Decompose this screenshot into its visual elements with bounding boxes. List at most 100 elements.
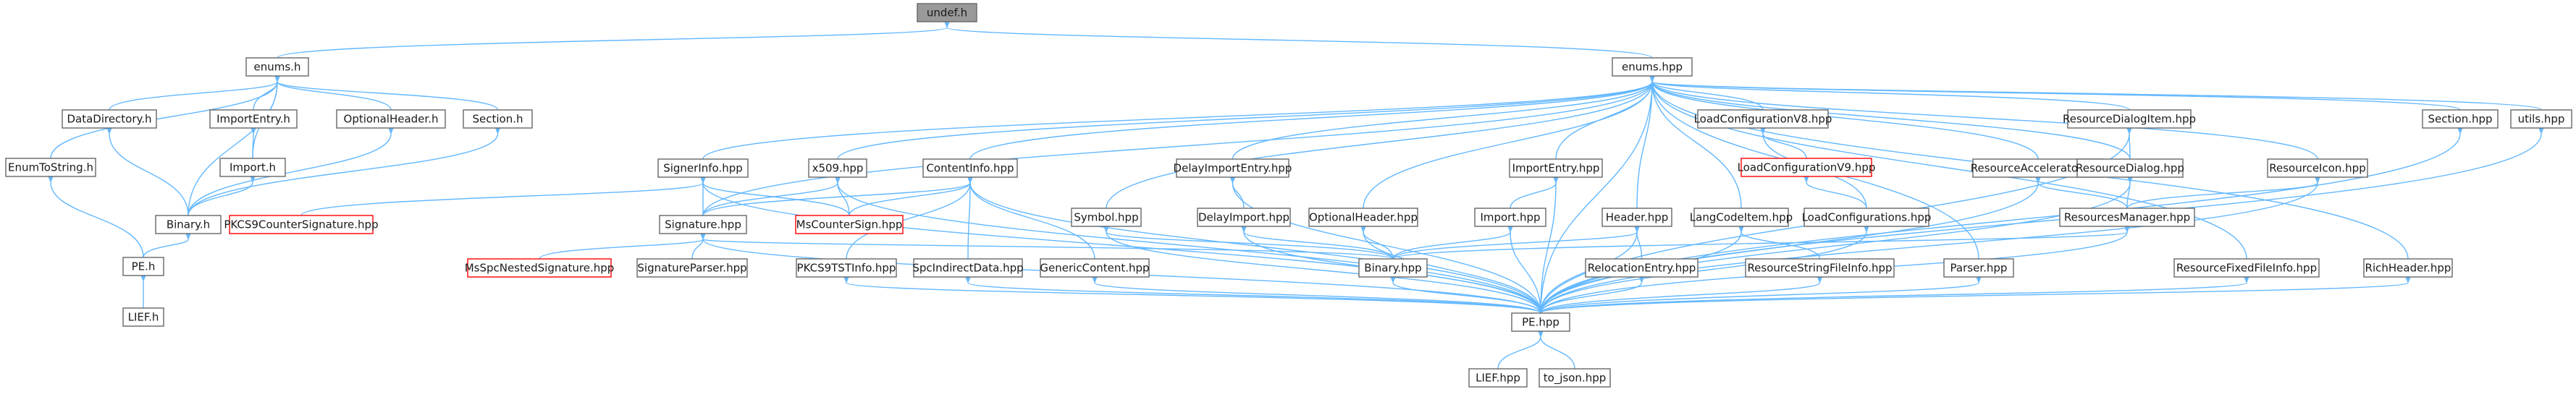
node-ResourceDialog-hpp[interactable]: ResourceDialog.hpp <box>2076 158 2184 178</box>
node-EnumToString-h[interactable]: EnumToString.h <box>5 158 96 177</box>
node-OptionalHeader-hpp[interactable]: OptionalHeader.hpp <box>1308 208 1418 227</box>
node-ResourceStringFileInfo-hpp[interactable]: ResourceStringFileInfo.hpp <box>1745 258 1895 278</box>
edge-ContentInfo_hpp-to-MsCounterSign_hpp <box>849 176 974 216</box>
node-MsCounterSign-hpp[interactable]: MsCounterSign.hpp <box>795 215 904 234</box>
node-enums-hpp[interactable]: enums.hpp <box>1612 57 1693 77</box>
node-Section-hpp[interactable]: Section.hpp <box>2422 109 2499 129</box>
node-MsSpcNestedSignature-hpp[interactable]: MsSpcNestedSignature.hpp <box>465 258 615 278</box>
node-RichHeader-hpp[interactable]: RichHeader.hpp <box>2363 258 2453 278</box>
node-label: ResourcesManager.hpp <box>2064 211 2190 224</box>
edge-Import_hpp-to-Binary_hpp <box>1392 225 1514 260</box>
edge-x509_hpp-to-Signature_hpp <box>702 176 841 216</box>
node-LoadConfigurations-hpp[interactable]: LoadConfigurations.hpp <box>1802 208 1932 227</box>
node-ResourceFixedFileInfo-hpp[interactable]: ResourceFixedFileInfo.hpp <box>2173 258 2320 278</box>
node-box <box>209 109 298 129</box>
node-box <box>2422 109 2499 129</box>
node-enums-h[interactable]: enums.h <box>245 57 309 77</box>
node-box <box>2363 258 2453 278</box>
node-PKCS9CounterSignature-hpp[interactable]: PKCS9CounterSignature.hpp <box>224 215 379 234</box>
node-PE-h[interactable]: PE.h <box>122 257 164 276</box>
node-label: Binary.h <box>167 218 210 231</box>
node-ImportEntry-h[interactable]: ImportEntry.h <box>209 109 298 129</box>
node-Header-hpp[interactable]: Header.hpp <box>1601 208 1672 227</box>
node-GenericContent-hpp[interactable]: GenericContent.hpp <box>1040 258 1150 278</box>
node-label: ResourceAccelerator.hpp <box>1971 162 2105 175</box>
edge-LoadConfigurationV9_hpp-to-LoadConfigurations_hpp <box>1803 175 1867 209</box>
node-box <box>2173 258 2320 278</box>
node-ImportEntry-hpp[interactable]: ImportEntry.hpp <box>1509 158 1603 178</box>
node-box <box>1468 368 1528 388</box>
node-Parser-hpp[interactable]: Parser.hpp <box>1943 258 2014 278</box>
node-label: undef.h <box>927 7 967 20</box>
node-label: to_json.hpp <box>1544 372 1607 385</box>
edge-enums_hpp-to-ContentInfo_hpp <box>969 74 1656 160</box>
edge-enums_hpp-to-ResourceDialogItem_hpp <box>1649 74 2130 111</box>
edge-enums_hpp-to-ResourceIcon_hpp <box>1649 74 2318 160</box>
node-DelayImport-hpp[interactable]: DelayImport.hpp <box>1197 208 1291 227</box>
node-PE-hpp[interactable]: PE.hpp <box>1511 312 1570 332</box>
node-box <box>2267 158 2368 178</box>
node-box <box>795 215 904 234</box>
node-to-json-hpp[interactable]: to_json.hpp <box>1539 368 1611 388</box>
node-label: Import.hpp <box>1480 211 1540 224</box>
node-box <box>1803 208 1929 227</box>
node-box <box>1358 258 1428 278</box>
node-label: OptionalHeader.h <box>344 113 439 126</box>
node-ResourceDialogItem-hpp[interactable]: ResourceDialogItem.hpp <box>2063 109 2196 129</box>
node-RelocationEntry-hpp[interactable]: RelocationEntry.hpp <box>1585 258 1699 278</box>
node-LIEF-h[interactable]: LIEF.h <box>122 307 164 327</box>
edge-enums_hpp-to-DelayImportEntry_hpp <box>1232 74 1656 160</box>
node-Section-h[interactable]: Section.h <box>463 109 533 129</box>
node-LoadConfigurationV9-hpp[interactable]: LoadConfigurationV9.hpp <box>1738 158 1876 177</box>
node-box <box>155 215 222 234</box>
node-box <box>1509 158 1603 178</box>
node-label: RelocationEntry.hpp <box>1588 262 1696 275</box>
node-SpcIndirectData-hpp[interactable]: SpcIndirectData.hpp <box>912 258 1024 278</box>
node-label: enums.hpp <box>1622 61 1683 74</box>
node-Binary-h[interactable]: Binary.h <box>155 215 222 234</box>
node-Import-h[interactable]: Import.h <box>219 158 286 177</box>
node-label: ResourceIcon.hpp <box>2269 162 2365 175</box>
node-PKCS9TSTInfo-hpp[interactable]: PKCS9TSTInfo.hpp <box>796 258 897 278</box>
node-LangCodeItem-hpp[interactable]: LangCodeItem.hpp <box>1690 208 1793 227</box>
node-box <box>5 158 96 177</box>
node-ContentInfo-hpp[interactable]: ContentInfo.hpp <box>922 158 1018 178</box>
node-DelayImportEntry-hpp[interactable]: DelayImportEntry.hpp <box>1174 158 1292 178</box>
edge-enums_hpp-to-ResourceFixedFileInfo_hpp <box>1649 74 2247 260</box>
node-SignatureParser-hpp[interactable]: SignatureParser.hpp <box>636 258 748 278</box>
edge-enums_hpp-to-Symbol_hpp <box>1106 74 1656 209</box>
node-ResourceIcon-hpp[interactable]: ResourceIcon.hpp <box>2267 158 2368 178</box>
edge-enums_h-to-Section_h <box>274 74 499 111</box>
node-SignerInfo-hpp[interactable]: SignerInfo.hpp <box>657 158 749 178</box>
node-Signature-hpp[interactable]: Signature.hpp <box>659 215 747 234</box>
node-Binary-hpp[interactable]: Binary.hpp <box>1358 258 1428 278</box>
edge-LoadConfigurations_hpp-to-PE_hpp <box>1540 225 1870 314</box>
edge-PE_hpp-to-to_json_hpp <box>1537 330 1575 370</box>
node-label: EnumToString.h <box>8 161 93 174</box>
node-ResourcesManager-hpp[interactable]: ResourcesManager.hpp <box>2059 208 2195 227</box>
node-Symbol-hpp[interactable]: Symbol.hpp <box>1071 208 1142 227</box>
node-Import-hpp[interactable]: Import.hpp <box>1474 208 1546 227</box>
node-OptionalHeader-h[interactable]: OptionalHeader.h <box>336 109 446 129</box>
node-x509-hpp[interactable]: x509.hpp <box>808 158 867 178</box>
edge-enums_hpp-to-ResourceAccelerator_hpp <box>1649 74 2039 160</box>
node-LoadConfigurationV8-hpp[interactable]: LoadConfigurationV8.hpp <box>1694 109 1832 129</box>
edge-RichHeader_hpp-to-PE_hpp <box>1540 276 2412 314</box>
node-label: MsSpcNestedSignature.hpp <box>465 262 615 275</box>
node-box <box>808 158 867 178</box>
node-box <box>1693 208 1789 227</box>
node-DataDirectory-h[interactable]: DataDirectory.h <box>62 109 157 129</box>
edge-ResourceAccelerator_hpp-to-PE_hpp <box>1540 176 2042 314</box>
edge-ResourceAccelerator_hpp-to-ResourcesManager_hpp <box>2034 176 2128 209</box>
node-box <box>1040 258 1150 278</box>
edge-Symbol_hpp-to-Binary_hpp <box>1103 225 1394 260</box>
node-label: LangCodeItem.hpp <box>1690 211 1793 224</box>
node-label: x509.hpp <box>812 162 864 175</box>
node-box <box>1741 158 1872 177</box>
node-utils-hpp[interactable]: utils.hpp <box>2510 109 2572 129</box>
edge-undef_h-to-enums_h <box>277 20 951 59</box>
node-box <box>336 109 446 129</box>
node-LIEF-hpp[interactable]: LIEF.hpp <box>1468 368 1528 388</box>
node-label: PKCS9TSTInfo.hpp <box>797 262 896 275</box>
